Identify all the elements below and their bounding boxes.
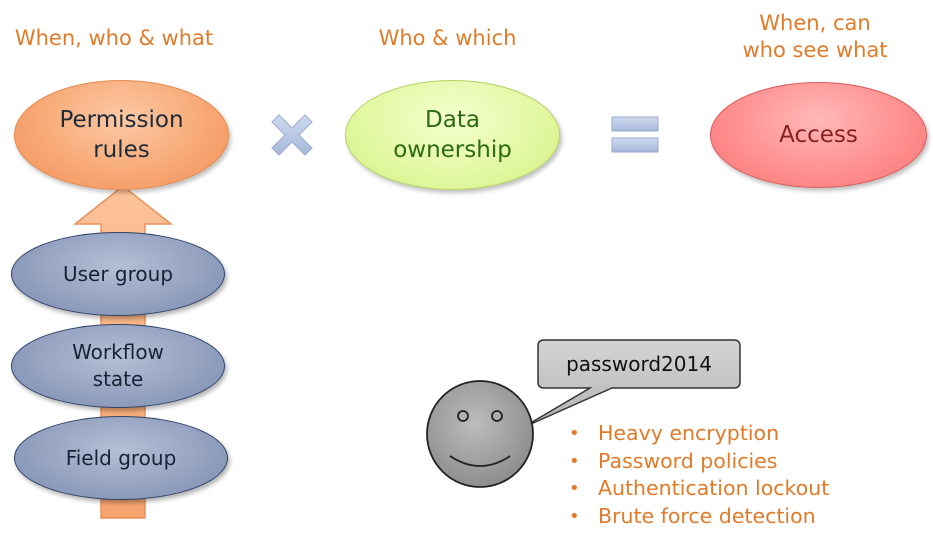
user-group-label: User group [62,261,174,286]
field-group-oval: Field group [14,416,228,500]
data-ownership-line2: ownership [393,137,512,163]
access-header-line2: who see what [742,38,888,62]
access-label: Access [779,122,858,148]
list-item: Password policies [569,448,829,476]
times-icon [271,114,313,156]
permission-rules-line2: rules [93,137,150,163]
access-header: When, can who see what [730,10,900,64]
permission-rules-line1: Permission [59,107,184,133]
permission-rules-oval: Permission rules [14,80,229,190]
smiley-face-icon [426,380,534,488]
ownership-header: Who & which [378,26,517,50]
list-item: Heavy encryption [569,420,829,448]
field-group-label: Field group [65,445,177,470]
access-oval: Access [710,82,927,188]
access-header-line1: When, can [759,11,871,35]
user-group-oval: User group [11,232,225,316]
workflow-state-oval: Workflow state [11,324,225,408]
security-measures-list: Heavy encryption Password policies Authe… [569,420,829,530]
workflow-state-line1: Workflow [72,340,164,364]
data-ownership-line1: Data [425,107,480,133]
permission-header: When, who & what [14,26,214,50]
speech-bubble [521,339,741,429]
list-item: Brute force detection [569,503,829,531]
speech-bubble-text: password2014 [566,352,712,376]
equals-icon [611,116,659,153]
data-ownership-oval: Data ownership [345,80,560,190]
list-item: Authentication lockout [569,475,829,503]
workflow-state-line2: state [92,367,144,391]
